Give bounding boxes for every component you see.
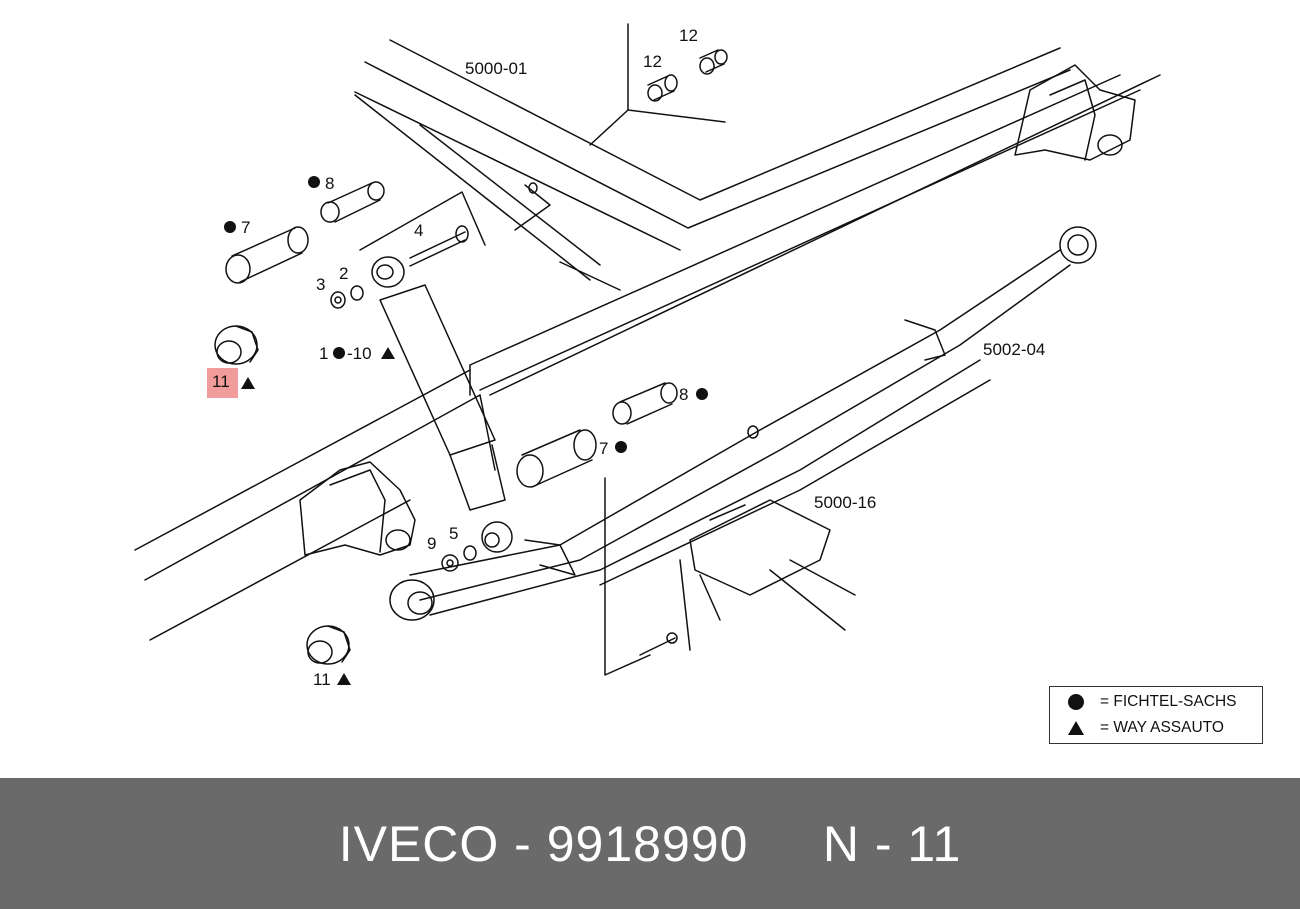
axle bbox=[679, 499, 856, 651]
frame-rail-upper bbox=[134, 39, 1161, 641]
fichtel-sachs-marker bbox=[696, 388, 708, 400]
way-assauto-marker bbox=[337, 673, 351, 685]
label-part-8: 8 bbox=[325, 174, 334, 193]
leaf-spring bbox=[389, 226, 1097, 621]
label-part-7: 7 bbox=[599, 439, 608, 458]
legend-row-fichtel-sachs: = FICHTEL-SACHS bbox=[1066, 690, 1237, 714]
bushing-7-top bbox=[225, 226, 309, 284]
legend-row-way-assauto: = WAY ASSAUTO bbox=[1066, 716, 1224, 740]
label-part-9: 9 bbox=[427, 534, 436, 553]
spring-hanger-left bbox=[299, 461, 416, 556]
part-number-caption: IVECO - 9918990 N - 11 bbox=[338, 815, 962, 872]
legend-box: = FICHTEL-SACHS = WAY ASSAUTO bbox=[1049, 686, 1263, 744]
label-part-8: 8 bbox=[679, 385, 688, 404]
rubber-bushing-11-top bbox=[214, 325, 259, 365]
label-part-7: 7 bbox=[241, 218, 250, 237]
label-5002-04: 5002-04 bbox=[983, 340, 1045, 359]
rubber-bushing-11-bottom bbox=[306, 625, 351, 665]
fichtel-sachs-marker bbox=[308, 176, 320, 188]
label-part-3: 3 bbox=[316, 275, 325, 294]
label-part-5: 5 bbox=[449, 524, 458, 543]
label-part-11: 11 bbox=[313, 670, 331, 689]
label-part-10: -10 bbox=[347, 344, 372, 363]
label-part-2: 2 bbox=[339, 264, 348, 283]
label-part-12: 12 bbox=[643, 52, 662, 71]
fichtel-sachs-marker bbox=[615, 441, 627, 453]
bushing-12-a bbox=[647, 74, 678, 102]
cross-member bbox=[354, 94, 621, 291]
filled-circle-icon bbox=[1066, 692, 1086, 712]
label-5000-01: 5000-01 bbox=[465, 59, 527, 78]
legend-way-assauto-text: = WAY ASSAUTO bbox=[1100, 719, 1224, 736]
label-part-4: 4 bbox=[414, 221, 423, 240]
fichtel-sachs-marker bbox=[333, 347, 345, 359]
label-part-12: 12 bbox=[679, 26, 698, 45]
shock-absorber bbox=[371, 225, 513, 553]
bushing-8-mid bbox=[612, 382, 678, 425]
bushing-8-top bbox=[320, 181, 385, 223]
label-5000-16: 5000-16 bbox=[814, 493, 876, 512]
parts-diagram: 5000-01 5002-04 5000-16 12 12 8 7 4 3 2 … bbox=[134, 23, 1161, 689]
bushing-12-b bbox=[699, 49, 728, 75]
way-assauto-marker bbox=[381, 347, 395, 359]
spring-hanger-right bbox=[1014, 64, 1136, 161]
filled-triangle-icon bbox=[1066, 718, 1086, 738]
label-part-11-highlighted: 11 bbox=[212, 372, 230, 391]
footer-bar: IVECO - 9918990 N - 11 bbox=[0, 778, 1300, 909]
way-assauto-marker bbox=[241, 377, 255, 389]
bushing-7-mid bbox=[516, 429, 597, 488]
highlighted-part-marker bbox=[207, 368, 238, 398]
legend-fichtel-sachs-text: = FICHTEL-SACHS bbox=[1100, 693, 1237, 710]
fichtel-sachs-marker bbox=[224, 221, 236, 233]
label-part-1: 1 bbox=[319, 344, 328, 363]
